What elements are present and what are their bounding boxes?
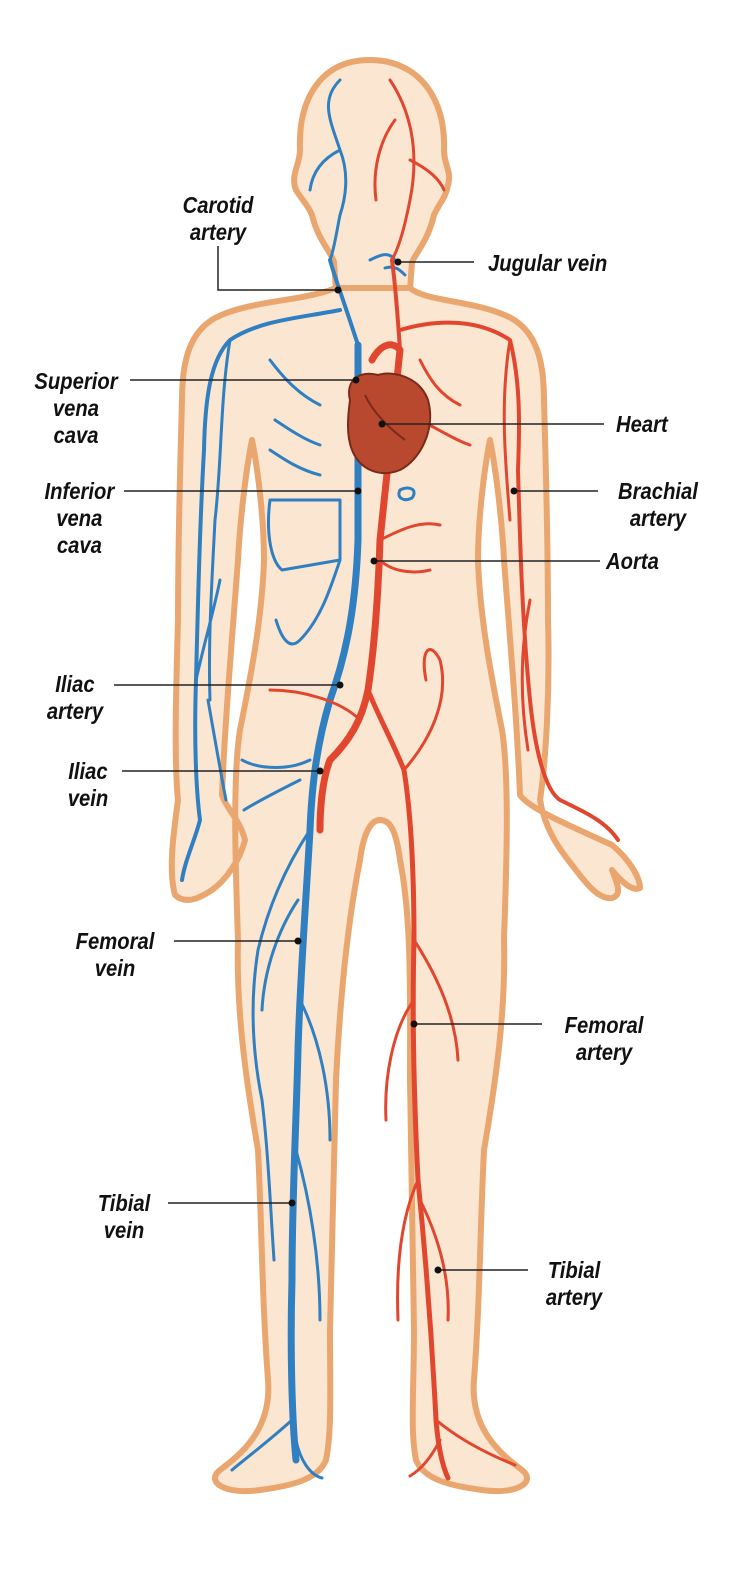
label-line: artery bbox=[46, 698, 104, 724]
label-iliac-vein: Iliac vein bbox=[55, 758, 122, 812]
veins bbox=[180, 78, 416, 1480]
label-line: vein bbox=[103, 1217, 145, 1243]
label-line: Heart bbox=[616, 411, 668, 437]
label-superior-vena-cava: Superior vena cava bbox=[35, 368, 118, 449]
label-line: Iliac bbox=[55, 671, 95, 697]
label-line: Jugular vein bbox=[488, 250, 608, 276]
label-line: vena bbox=[56, 505, 103, 531]
label-line: Carotid bbox=[182, 192, 254, 218]
label-brachial-artery: Brachial artery bbox=[610, 478, 705, 532]
label-line: Iliac bbox=[68, 758, 108, 784]
label-inferior-vena-cava: Inferior vena cava bbox=[44, 478, 114, 559]
label-jugular-vein: Jugular vein bbox=[488, 250, 607, 277]
label-line: vena bbox=[53, 395, 100, 421]
label-femoral-artery: Femoral artery bbox=[555, 1012, 654, 1066]
leader-dots bbox=[288, 258, 518, 1274]
label-line: artery bbox=[575, 1039, 633, 1065]
label-line: Tibial bbox=[547, 1257, 601, 1283]
label-aorta: Aorta bbox=[606, 548, 659, 575]
label-femoral-vein: Femoral vein bbox=[68, 928, 161, 982]
label-line: Inferior bbox=[44, 478, 114, 504]
label-line: artery bbox=[629, 505, 687, 531]
label-carotid-artery: Carotid artery bbox=[174, 192, 262, 246]
leader-carotid-artery bbox=[217, 246, 338, 291]
label-line: vein bbox=[94, 955, 136, 981]
label-heart: Heart bbox=[616, 411, 668, 438]
label-tibial-artery: Tibial artery bbox=[537, 1257, 611, 1311]
label-line: cava bbox=[56, 532, 102, 558]
label-line: cava bbox=[53, 422, 99, 448]
label-line: Tibial bbox=[97, 1190, 151, 1216]
label-line: Superior bbox=[34, 368, 118, 394]
arteries bbox=[268, 78, 620, 1481]
label-line: vein bbox=[67, 785, 109, 811]
label-line: artery bbox=[189, 219, 247, 245]
label-line: Aorta bbox=[606, 548, 659, 574]
label-iliac-artery: Iliac artery bbox=[35, 671, 114, 725]
label-tibial-vein: Tibial vein bbox=[89, 1190, 159, 1244]
label-line: Femoral bbox=[75, 928, 155, 954]
leader-lines bbox=[114, 246, 604, 1271]
label-line: Brachial bbox=[618, 478, 698, 504]
label-line: Femoral bbox=[564, 1012, 644, 1038]
label-line: artery bbox=[545, 1284, 603, 1310]
